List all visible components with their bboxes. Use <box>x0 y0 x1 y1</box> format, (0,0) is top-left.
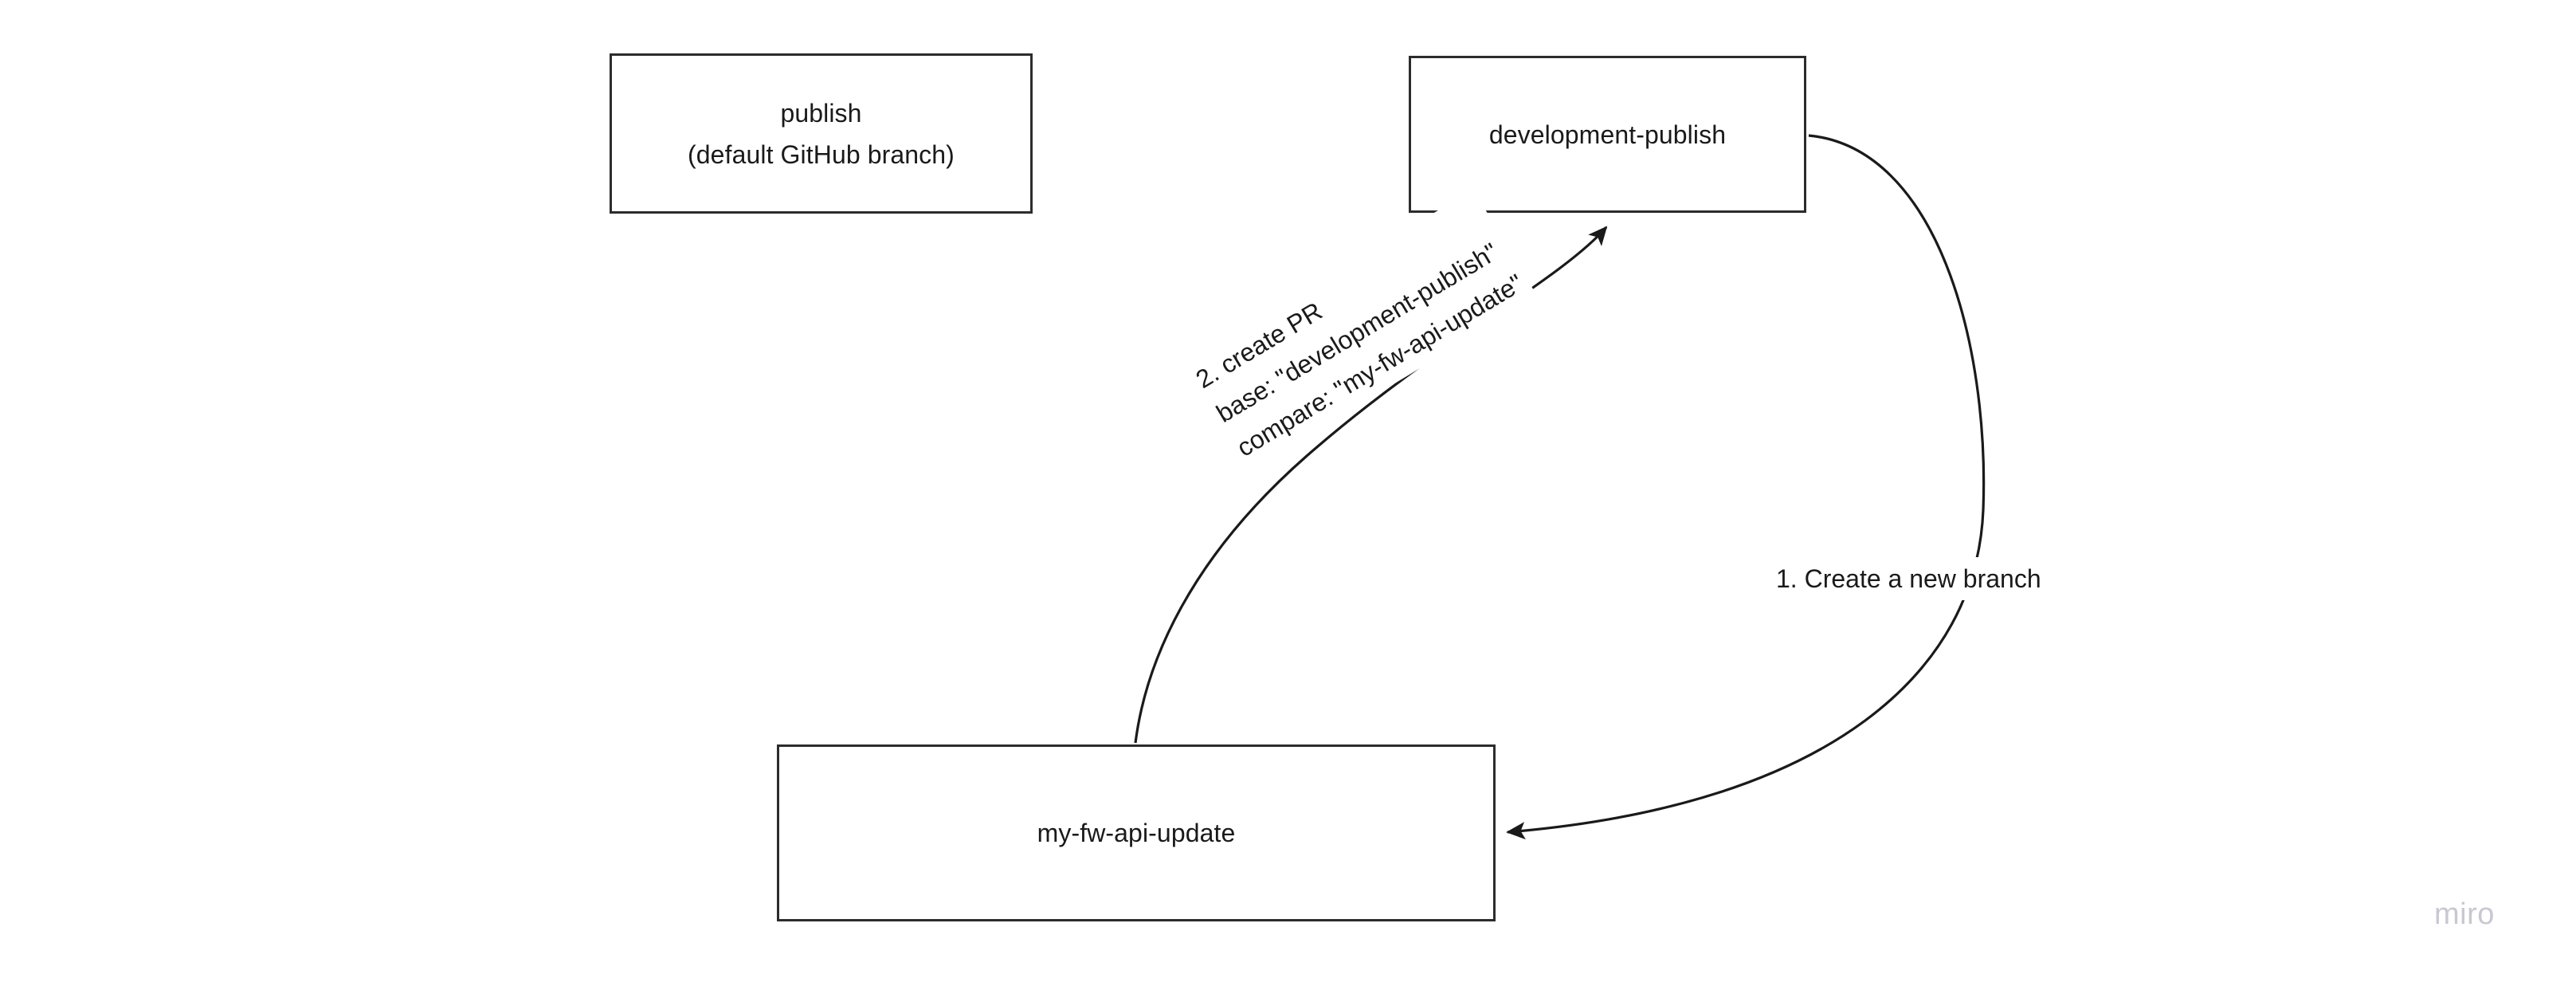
edge-label-create-pr[interactable]: 2. create PR base: "development-publish"… <box>1181 189 1539 473</box>
miro-watermark: miro <box>2434 898 2495 931</box>
node-my-fw-api-update[interactable]: my-fw-api-update <box>777 744 1496 921</box>
node-development-publish[interactable]: development-publish <box>1409 56 1806 213</box>
node-development-publish-label: development-publish <box>1488 120 1727 149</box>
edge-label-create-branch[interactable]: 1. Create a new branch <box>1771 557 2046 600</box>
node-my-fw-api-update-label: my-fw-api-update <box>1037 819 1236 847</box>
node-publish[interactable]: publish (default GitHub branch) <box>610 53 1033 214</box>
node-publish-label: publish (default GitHub branch) <box>688 98 955 169</box>
edge-create-branch-path <box>1506 134 1986 840</box>
